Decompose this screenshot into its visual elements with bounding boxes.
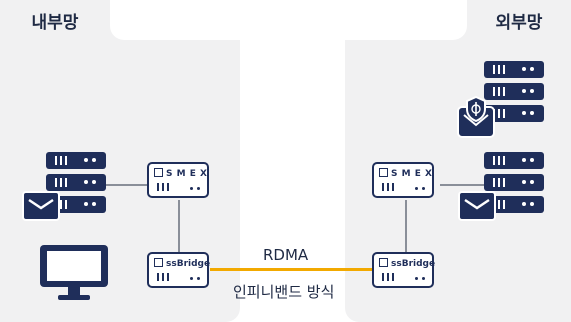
- ssbridge-label: ssBridge: [391, 259, 436, 269]
- connector-smex-server-right: [440, 184, 484, 186]
- server-unit: [46, 174, 106, 191]
- server-unit: [46, 152, 106, 169]
- connector-server-smex-left: [106, 184, 148, 186]
- internal-network-label: 내부망: [0, 0, 110, 40]
- server-unit: [484, 83, 544, 100]
- server-unit: [484, 196, 544, 213]
- shield-mail-icon: [457, 95, 495, 138]
- server-unit: [484, 105, 544, 122]
- server-unit: [484, 152, 544, 169]
- smex-label: S M E X: [166, 169, 208, 179]
- rdma-label: RDMA: [263, 246, 309, 264]
- ssbridge-node-external: ssBridge: [372, 252, 436, 288]
- monitor-icon: [40, 245, 108, 300]
- server-unit: [46, 196, 106, 213]
- ssbridge-node-internal: ssBridge: [147, 252, 211, 288]
- external-network-label: 외부망: [467, 0, 571, 40]
- connector-smex-bridge-left: [178, 200, 180, 252]
- rdma-link-line: [210, 268, 374, 271]
- smex-node-external: S M E X: [372, 162, 434, 198]
- mail-icon: [22, 191, 60, 221]
- server-unit: [484, 174, 544, 191]
- mail-icon: [458, 191, 496, 221]
- connector-smex-bridge-right: [405, 200, 407, 252]
- smex-label: S M E X: [391, 169, 433, 179]
- ssbridge-label: ssBridge: [166, 259, 211, 269]
- smex-node-internal: S M E X: [147, 162, 209, 198]
- zone-notch-external: [345, 0, 467, 40]
- infiniband-method-label: 인피니밴드 방식: [233, 283, 335, 301]
- server-unit: [484, 61, 544, 78]
- zone-notch-internal: [110, 0, 240, 40]
